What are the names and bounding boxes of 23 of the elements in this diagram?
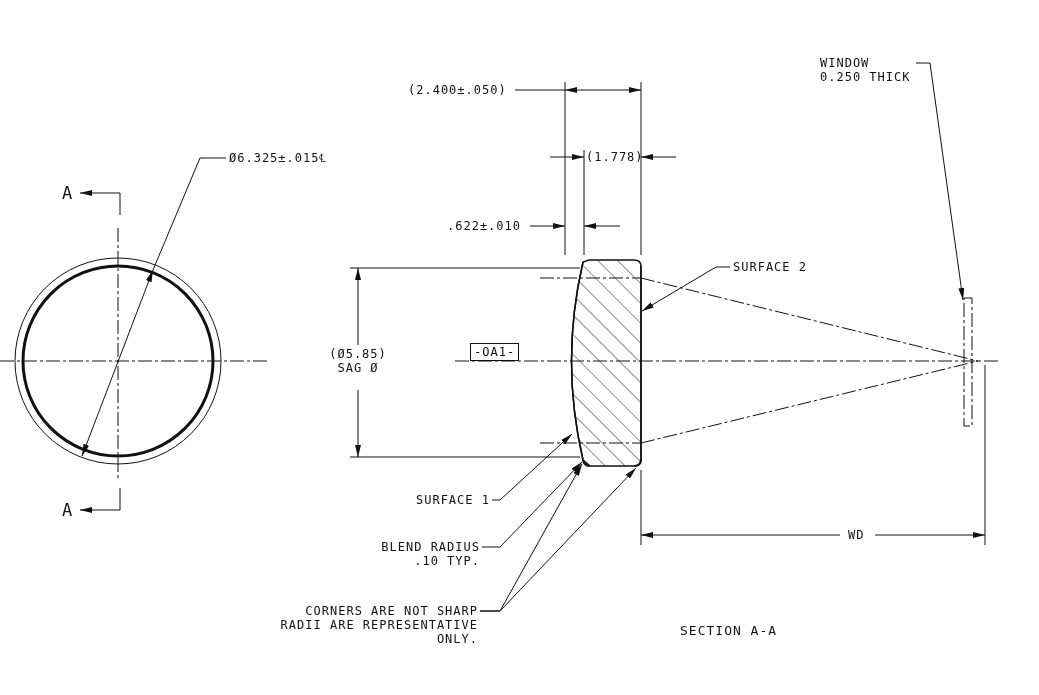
view-title: SECTION A-A (680, 622, 778, 640)
leader-line (491, 433, 573, 501)
section-letter: A (62, 500, 74, 520)
dimension-text: (1.778) (586, 150, 644, 164)
section-letter: A (62, 183, 74, 203)
callout-text: BLEND RADIUS .10 TYP. (378, 540, 480, 568)
leader-line (481, 461, 583, 548)
dimension-text: WD (848, 528, 865, 542)
dimension-text: .622±.010 (447, 219, 522, 233)
callout-text: SURFACE 1 (415, 493, 490, 507)
leader-line (479, 467, 637, 612)
callout-text: CORNERS ARE NOT SHARP RADII ARE REPRESENTATIVE ONLY. (278, 604, 478, 646)
leader-line (641, 266, 731, 312)
dimension-text: Ø6.325±.015℄ (229, 151, 328, 165)
lens-corner (582, 459, 591, 467)
datum-label: -OA1- (470, 343, 520, 361)
lens-curved-surface (570, 261, 584, 461)
window-plate (963, 297, 973, 427)
dimension-text: (2.400±.050) (408, 83, 507, 97)
leader-line (915, 62, 965, 301)
callout-text: SURFACE 2 (733, 260, 808, 274)
lens-corner (633, 458, 642, 467)
callout-text: WINDOW 0.250 THICK (820, 56, 914, 84)
